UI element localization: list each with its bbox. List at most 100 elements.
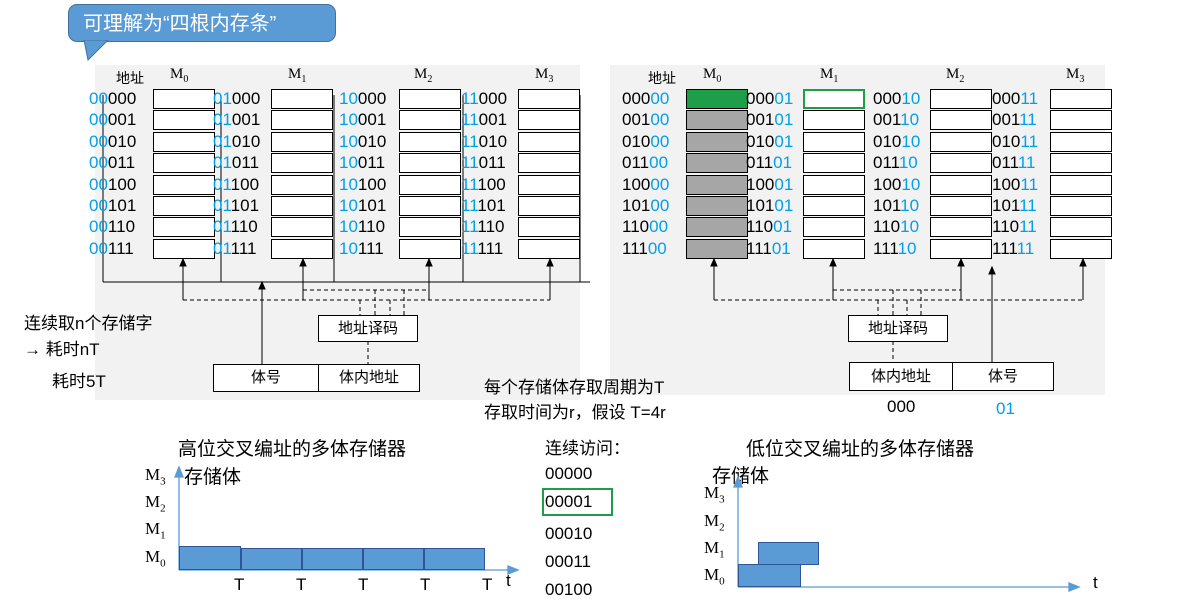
left-address: 10111: [339, 238, 384, 258]
right-memory-cell: [803, 110, 865, 131]
sequence-item: 00000: [545, 464, 593, 483]
left-memory-cell: [518, 238, 580, 259]
left-address: 00111: [89, 238, 134, 258]
right-address: 01001: [746, 131, 794, 151]
right-address: 10010: [873, 174, 921, 194]
right-memory-cell: [803, 174, 865, 195]
right-memory-cell: [930, 153, 992, 174]
timeline-high-bar: [179, 546, 241, 570]
right-memory-cell: [1050, 195, 1112, 216]
left-address: 00000: [89, 89, 137, 108]
left-address: 11011: [461, 153, 506, 173]
right-reg-bank-value: 01: [996, 399, 1015, 418]
note-n-words: 连续取n个存储字: [24, 314, 153, 333]
left-reg-inner: 体内地址: [318, 364, 420, 392]
left-address: 11101: [461, 196, 506, 216]
sequence-item: 00010: [545, 524, 593, 543]
callout-text: 可理解为“四根内存条”: [83, 13, 277, 35]
right-address: 10101: [746, 196, 794, 216]
timeline-low-m2: M2: [704, 511, 725, 534]
left-memory-cell: [271, 131, 333, 152]
right-memory-cell: [1050, 89, 1112, 109]
callout-bubble: 可理解为“四根内存条”: [68, 4, 336, 42]
left-reg-inner-label: 体内地址: [338, 369, 399, 386]
right-memory-cell: [930, 217, 992, 238]
left-memory-cell: [153, 110, 215, 131]
right-memory-cell: [1050, 110, 1112, 131]
left-address: 01110: [213, 217, 258, 237]
left-address: 10001: [339, 110, 387, 130]
left-address: 00011: [89, 153, 136, 173]
left-memory-cell: [153, 217, 215, 238]
right-memory-cell: [686, 174, 748, 195]
right-module-label: M3: [1066, 66, 1085, 85]
timeline-low-title: 低位交叉编址的多体存储器: [746, 439, 975, 460]
right-address: 00010: [873, 89, 921, 108]
left-address: 10101: [339, 196, 387, 216]
right-address: 11000: [622, 217, 669, 237]
right-address: 01111: [992, 153, 1036, 173]
left-memory-cell: [518, 89, 580, 109]
timeline-high-tick: T: [482, 575, 493, 594]
left-module-cells: [399, 89, 461, 260]
right-memory-cell: [686, 217, 748, 238]
right-address: 00101: [746, 110, 794, 130]
left-address: 10110: [339, 217, 386, 237]
left-memory-cell: [399, 153, 461, 174]
left-memory-cell: [518, 195, 580, 216]
right-reg-inner-label: 体内地址: [870, 368, 931, 385]
right-memory-cell: [930, 89, 992, 109]
timeline-high-tick: T: [296, 575, 307, 594]
right-address: 00001: [746, 89, 794, 108]
right-address: 00000: [622, 89, 670, 108]
left-address: 10011: [339, 153, 386, 173]
timeline-high-m3: M3: [145, 465, 166, 488]
right-memory-cell: [803, 153, 865, 174]
timeline-low-t: t: [1093, 573, 1098, 592]
right-memory-cell: [686, 110, 748, 131]
right-address: 10110: [873, 196, 920, 216]
right-reg-inner-value: 000: [887, 397, 916, 416]
left-module-label: M3: [535, 66, 554, 85]
left-address: 11111: [461, 238, 504, 258]
timeline-high-bar: [424, 548, 485, 570]
left-memory-cell: [518, 217, 580, 238]
timeline-high-m2: M2: [145, 492, 166, 515]
left-memory-cell: [271, 195, 333, 216]
right-memory-cell: [1050, 238, 1112, 259]
left-memory-cell: [518, 110, 580, 131]
right-address: 00111: [992, 110, 1037, 130]
left-memory-cell: [399, 174, 461, 195]
left-memory-cell: [518, 174, 580, 195]
right-memory-cell: [1050, 153, 1112, 174]
left-memory-cell: [399, 110, 461, 131]
right-address: 10111: [992, 196, 1037, 216]
left-reg-bank: 体号: [213, 364, 319, 392]
right-memory-cell: [930, 174, 992, 195]
left-address: 01000: [213, 89, 261, 108]
right-address: 01000: [622, 131, 670, 151]
left-memory-cell: [399, 195, 461, 216]
left-memory-cell: [399, 238, 461, 259]
left-module-label: M2: [414, 66, 433, 85]
left-memory-cell: [399, 89, 461, 109]
timeline-low-bar-m0: [738, 564, 801, 587]
note-time-nt: → 耗时nT: [24, 340, 100, 359]
right-module-cells: [686, 89, 748, 260]
left-memory-cell: [271, 217, 333, 238]
left-address: 01001: [213, 110, 261, 130]
right-memory-cell: [686, 89, 748, 109]
left-address: 00010: [89, 131, 137, 151]
left-address: 10100: [339, 174, 387, 194]
left-memory-cell: [153, 238, 215, 259]
timeline-low-bar-m1: [758, 542, 819, 565]
right-address: 10001: [746, 174, 794, 194]
left-address: 11000: [461, 89, 508, 108]
left-memory-cell: [399, 131, 461, 152]
